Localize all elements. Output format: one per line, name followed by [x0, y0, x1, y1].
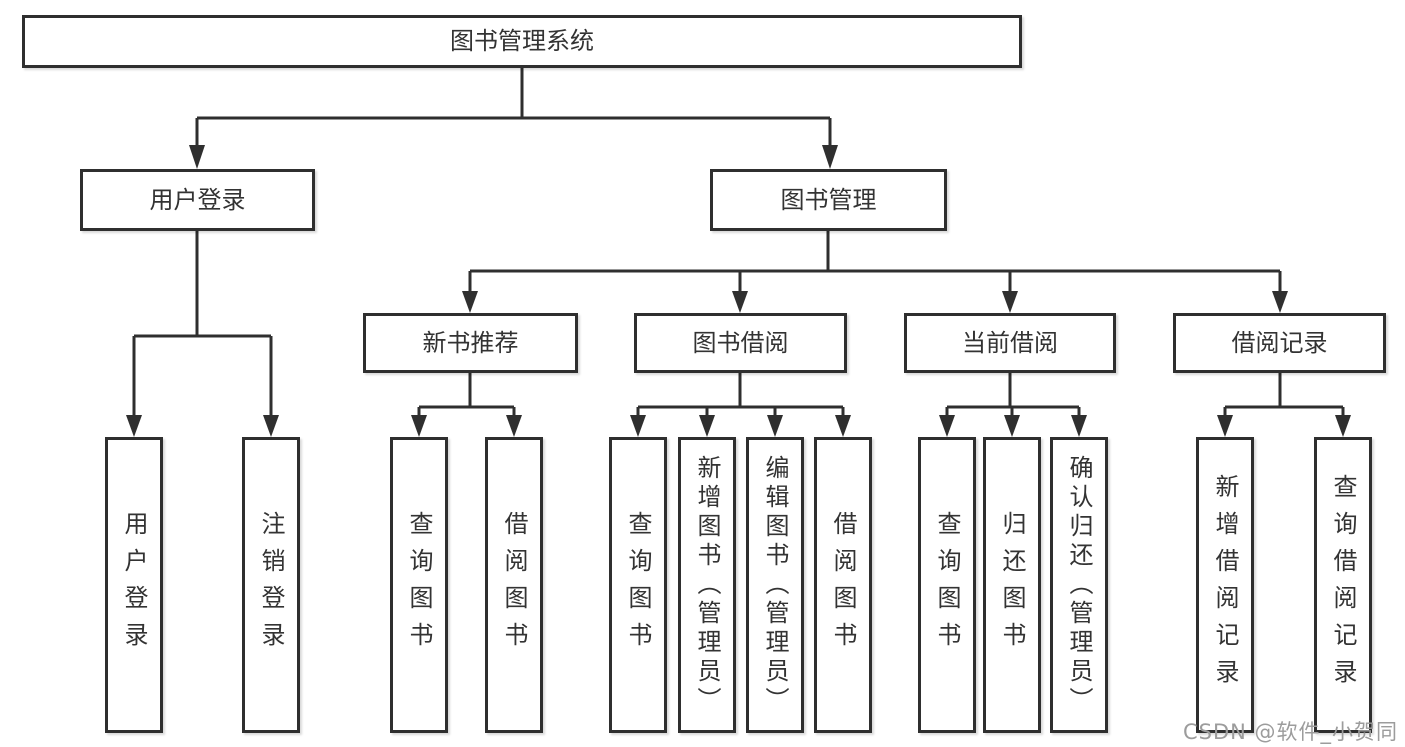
node-label: 图书管理系统 — [450, 27, 594, 56]
arrowheads — [126, 145, 1351, 437]
node-label: 编辑图书（管理员） — [761, 454, 789, 716]
leaf-return-books: 归还图书 — [983, 437, 1041, 733]
arrow-icon — [1071, 415, 1087, 437]
node-label: 用户登录 — [149, 185, 246, 214]
node-label: 归还图书 — [998, 511, 1026, 659]
leaf-add-books-admin: 新增图书（管理员） — [678, 437, 736, 733]
arrow-icon — [462, 291, 478, 313]
leaf-edit-books-admin: 编辑图书（管理员） — [746, 437, 804, 733]
leaf-logout-login: 注销登录 — [242, 437, 300, 733]
arrow-icon — [939, 415, 955, 437]
arrow-icon — [732, 291, 748, 313]
leaf-user-login: 用户登录 — [105, 437, 163, 733]
arrow-icon — [767, 415, 783, 437]
leaf-add-borrow-record: 新增借阅记录 — [1196, 437, 1254, 733]
node-label: 确认归还（管理员） — [1065, 454, 1093, 716]
arrow-icon — [630, 415, 646, 437]
leaf-query-books-recommend: 查询图书 — [390, 437, 448, 733]
arrow-icon — [1335, 415, 1351, 437]
node-label: 新增图书（管理员） — [693, 454, 721, 716]
arrow-icon — [699, 415, 715, 437]
node-book-management: 图书管理 — [710, 169, 947, 231]
node-label: 新书推荐 — [422, 328, 519, 357]
node-new-book-recommendation: 新书推荐 — [363, 313, 578, 373]
arrow-icon — [1004, 415, 1020, 437]
arrow-icon — [1002, 291, 1018, 313]
leaf-query-borrow-record: 查询借阅记录 — [1314, 437, 1372, 733]
arrow-icon — [1217, 415, 1233, 437]
leaf-query-books-current: 查询图书 — [918, 437, 976, 733]
node-user-login: 用户登录 — [80, 169, 315, 231]
arrow-icon — [263, 415, 279, 437]
node-label: 查询借阅记录 — [1329, 474, 1357, 696]
node-label: 借阅图书 — [829, 511, 857, 659]
node-borrowing-records: 借阅记录 — [1173, 313, 1386, 373]
leaf-query-books-borrow: 查询图书 — [609, 437, 667, 733]
node-label: 借阅记录 — [1231, 328, 1328, 357]
leaf-borrow-books: 借阅图书 — [814, 437, 872, 733]
arrow-icon — [835, 415, 851, 437]
node-book-borrowing: 图书借阅 — [634, 313, 847, 373]
leaf-confirm-return-admin: 确认归还（管理员） — [1050, 437, 1108, 733]
node-label: 查询图书 — [624, 511, 652, 659]
arrow-icon — [1272, 291, 1288, 313]
connector-path — [132, 66, 1345, 421]
arrow-icon — [126, 415, 142, 437]
node-label: 新增借阅记录 — [1211, 474, 1239, 696]
leaf-borrow-books-recommend: 借阅图书 — [485, 437, 543, 733]
node-label: 图书管理 — [780, 185, 877, 214]
node-label: 借阅图书 — [500, 511, 528, 659]
node-label: 图书借阅 — [692, 328, 789, 357]
arrow-icon — [506, 415, 522, 437]
node-label: 当前借阅 — [962, 328, 1058, 357]
node-label: 注销登录 — [257, 511, 285, 659]
arrow-icon — [411, 415, 427, 437]
node-library-management-system: 图书管理系统 — [22, 15, 1022, 68]
arrow-icon — [822, 145, 838, 169]
csdn-watermark: CSDN @软件_小贺同学 — [1183, 720, 1399, 744]
node-label: 查询图书 — [933, 511, 961, 659]
node-current-borrowing: 当前借阅 — [904, 313, 1116, 373]
node-label: 查询图书 — [405, 511, 433, 659]
arrow-icon — [189, 145, 205, 169]
node-label: 用户登录 — [120, 511, 148, 659]
